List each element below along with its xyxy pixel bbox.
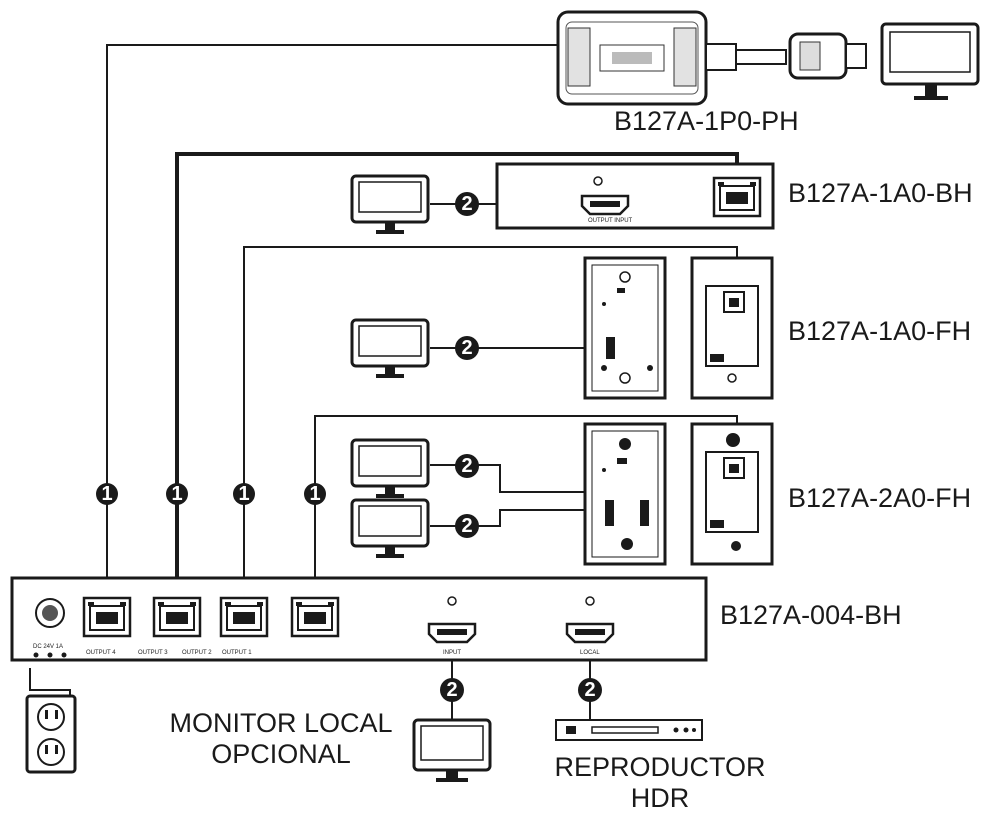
- monitor-ph: [880, 22, 980, 100]
- receiver-ph-device: [556, 10, 867, 106]
- marker-1-output3: [166, 483, 188, 505]
- monitor-1a0-fh: [350, 318, 430, 380]
- port-label-output4: OUTPUT 4: [86, 650, 116, 656]
- marker-2-1a0-bh: [455, 192, 479, 216]
- svg-text:1: 1: [171, 483, 182, 505]
- svg-text:2: 2: [461, 515, 472, 537]
- hdr-player-line2: HDR: [630, 783, 690, 813]
- local-monitor: [412, 718, 492, 782]
- marker-1-output2: [233, 483, 255, 505]
- power-outlet: [25, 694, 77, 774]
- cat-markers: 1 1 1 1: [96, 483, 326, 505]
- port-label-output3: OUTPUT 3: [138, 650, 168, 656]
- svg-text:2: 2: [584, 679, 595, 701]
- marker-2-2a0-fh-bottom: [455, 514, 479, 538]
- port-local: [565, 622, 615, 644]
- port-label-output2: OUTPUT 2: [182, 650, 212, 656]
- hdr-player-label: REPRODUCTOR HDR: [530, 752, 790, 814]
- hdr-player: [555, 719, 703, 741]
- model-label-2a0-fh: B127A-2A0-FH: [788, 483, 972, 513]
- port-label-output1: OUTPUT 1: [222, 650, 252, 656]
- monitor-1a0-bh: [350, 174, 430, 236]
- receiver-2a0-fh-device: [583, 422, 774, 566]
- svg-text:2: 2: [461, 455, 472, 477]
- port-output1: [290, 596, 340, 638]
- marker-1-output4: [96, 483, 118, 505]
- hdmi-markers: 2 2 2 2 2 2: [440, 192, 602, 702]
- svg-text:2: 2: [461, 337, 472, 359]
- svg-text:2: 2: [446, 679, 457, 701]
- bh-port-label: OUTPUT INPUT: [588, 218, 633, 224]
- monitor-2a0-fh-bottom: [350, 498, 430, 560]
- svg-text:1: 1: [309, 483, 320, 505]
- svg-text:1: 1: [101, 483, 112, 505]
- receiver-1a0-fh-device: [583, 256, 774, 400]
- hdr-player-line1: REPRODUCTOR: [554, 752, 766, 782]
- marker-1-output1: [304, 483, 326, 505]
- power-label: DC 24V 1A: [33, 644, 63, 650]
- port-output2: [219, 596, 269, 638]
- model-label-1a0-fh: B127A-1A0-FH: [788, 316, 972, 346]
- main-switch-device: DC 24V 1A OUTPUT 4 OUTPUT 3 OUTPUT 2 OUT…: [10, 576, 708, 662]
- monitor-local-label: MONITOR LOCAL OPCIONAL: [150, 708, 412, 770]
- receiver-1a0-bh-device: OUTPUT INPUT: [495, 162, 775, 230]
- monitor-local-line2: OPCIONAL: [211, 739, 351, 769]
- input-port-label: INPUT: [443, 650, 461, 656]
- cat-cable-output4: [106, 44, 563, 598]
- model-label-1a0-bh: B127A-1A0-BH: [788, 178, 973, 208]
- model-label-ph: B127A-1P0-PH: [614, 106, 799, 136]
- svg-text:2: 2: [461, 193, 472, 215]
- svg-text:1: 1: [238, 483, 249, 505]
- port-input: [427, 622, 477, 644]
- port-output4: [82, 596, 132, 638]
- monitor-local-line1: MONITOR LOCAL: [169, 708, 393, 738]
- monitor-2a0-fh-top: [350, 438, 430, 500]
- marker-2-input: [440, 678, 464, 702]
- marker-2-1a0-fh: [455, 336, 479, 360]
- model-label-main-switch: B127A-004-BH: [720, 600, 902, 630]
- port-output3: [152, 596, 202, 638]
- local-port-label: LOCAL: [580, 650, 600, 656]
- marker-2-local: [578, 678, 602, 702]
- marker-2-2a0-fh-top: [455, 454, 479, 478]
